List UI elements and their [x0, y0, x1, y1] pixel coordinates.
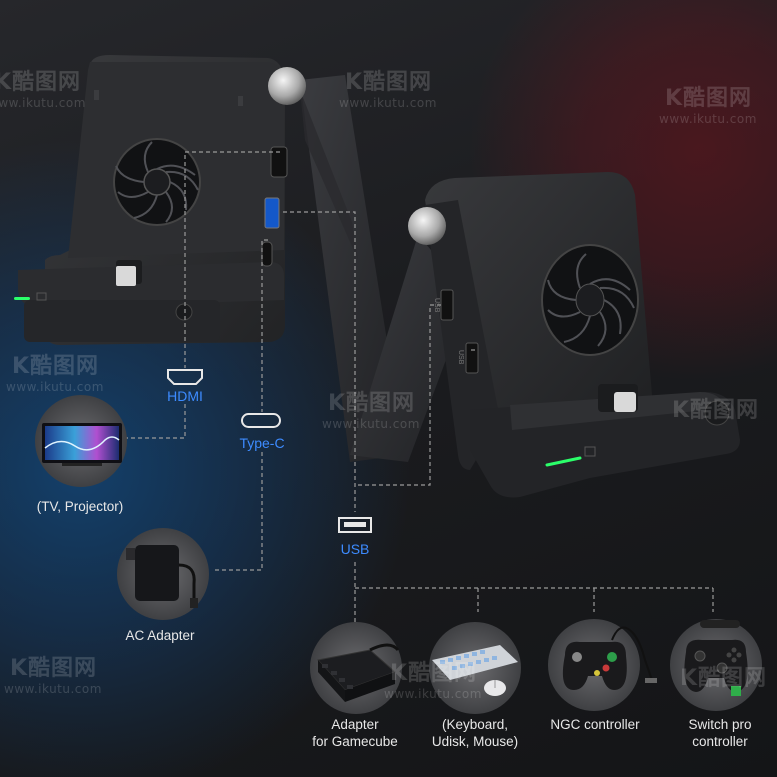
dock-left-fan-icon — [113, 138, 201, 226]
watermark-brand: K酷图网 — [328, 391, 416, 416]
dock-left-hdmi-port — [270, 146, 288, 178]
watermark: K酷图网 www.ikutu.com — [322, 385, 426, 431]
watermark-url: www.ikutu.com — [322, 417, 420, 431]
watermark-url: www.ikutu.com — [0, 96, 86, 110]
watermark-url: www.ikutu.com — [384, 687, 482, 701]
watermark-url: www.ikutu.com — [339, 96, 437, 110]
watermark-url: www.ikutu.com — [659, 112, 757, 126]
switch-pro-controller-icon — [670, 619, 762, 711]
typec-label: Type-C — [239, 435, 285, 451]
ngc-controller-icon — [548, 619, 657, 711]
gamecube-adapter-icon — [310, 622, 402, 714]
dock-left-usb-port — [264, 197, 280, 229]
watermark-brand: K酷图网 — [12, 354, 100, 379]
watermark-brand: K酷图网 — [390, 661, 478, 686]
tv-label: (TV, Projector) — [36, 499, 124, 514]
dock-right-fan-icon — [541, 244, 639, 356]
watermark: K酷图网 www.ikutu.com — [4, 650, 108, 696]
hdmi-label: HDMI — [167, 388, 203, 404]
switch-pro-label: Switch pro controller — [670, 716, 770, 750]
keyboard-mouse-icon — [429, 622, 521, 714]
keyboard-label-line1: (Keyboard, — [441, 717, 509, 732]
watermark-brand: K酷图网 — [680, 666, 768, 691]
dock-side-usb-label-2: USB — [457, 350, 464, 365]
connector-lines — [125, 151, 714, 625]
dock-left-button — [175, 303, 193, 321]
watermark-brand: K酷图网 — [665, 86, 753, 111]
dock-left-typec-port — [261, 241, 273, 267]
watermark: K酷图网 www.ikutu.com — [0, 64, 92, 110]
dock-right-usb-port-2 — [465, 342, 479, 374]
typec-icon — [241, 413, 281, 428]
switch-pro-label-line1: Switch pro — [688, 717, 752, 732]
watermark: K酷图网 www.ikutu.com — [659, 80, 763, 126]
ac-adapter-icon — [117, 528, 209, 620]
watermark-brand: K酷图网 — [10, 656, 98, 681]
dock-right-knob — [408, 207, 446, 245]
dock-right-typec-plug — [614, 392, 636, 412]
dock-left-knob — [268, 67, 306, 105]
dock-left-typec-plug — [116, 266, 136, 286]
usb-label: USB — [340, 541, 370, 557]
watermark-url: www.ikutu.com — [4, 682, 102, 696]
keyboard-label-line2: Udisk, Mouse) — [431, 734, 519, 749]
watermark-brand: K酷图网 — [345, 70, 433, 95]
gamecube-label-line1: Adapter — [331, 717, 379, 732]
dock-right-button — [704, 400, 730, 426]
ngc-controller-label: NGC controller — [550, 717, 640, 732]
dock-angled-view — [350, 172, 740, 498]
watermark-url: www.ikutu.com — [6, 380, 104, 394]
dock-side-usb-label-1: USB — [433, 298, 440, 313]
watermark-brand: K酷图网 — [0, 70, 82, 95]
usb-icon — [338, 517, 372, 533]
watermark: K酷图网 www.ikutu.com — [384, 655, 488, 701]
gamecube-adapter-label: Adapter for Gamecube — [290, 716, 420, 750]
switch-pro-label-line2: controller — [692, 734, 748, 749]
ac-adapter-label: AC Adapter — [125, 628, 195, 643]
tv-icon — [35, 395, 127, 487]
dock-right-led — [545, 456, 582, 467]
keyboard-label: (Keyboard, Udisk, Mouse) — [415, 716, 535, 750]
gamecube-label-line2: for Gamecube — [312, 734, 398, 749]
watermark: K酷图网 www.ikutu.com — [339, 64, 443, 110]
hdmi-icon — [167, 369, 203, 385]
watermark-brand: K酷图网 — [672, 398, 760, 423]
dock-right-usb-port-1 — [440, 289, 454, 321]
watermark: K酷图网 — [680, 660, 767, 692]
dock-left-led — [14, 297, 30, 300]
watermark: K酷图网 — [672, 392, 759, 424]
watermark: K酷图网 www.ikutu.com — [6, 348, 110, 394]
